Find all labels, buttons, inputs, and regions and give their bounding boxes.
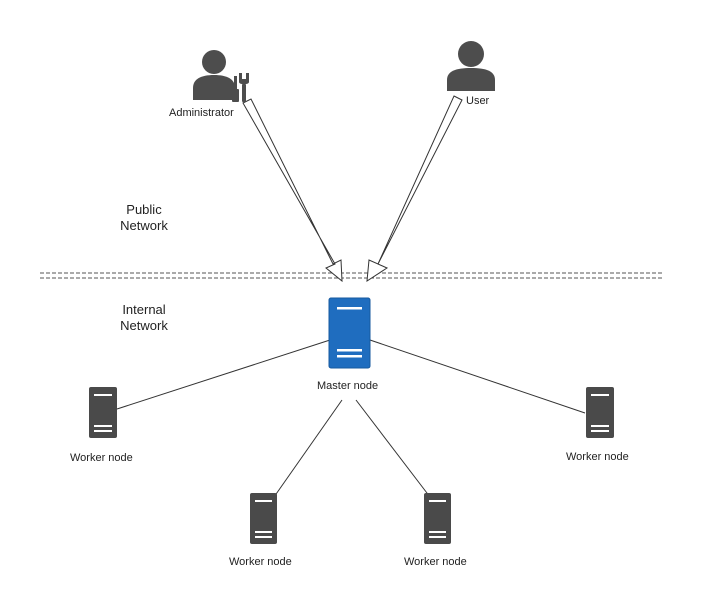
worker-server-icon-1 xyxy=(89,387,117,438)
internal-network-label-line1: Internal xyxy=(122,302,166,317)
arrow-user-to-master xyxy=(366,95,463,282)
worker-server-icon-2 xyxy=(586,387,614,438)
public-network-label-line1: Public xyxy=(126,202,162,217)
worker-node-label-2: Worker node xyxy=(566,451,629,463)
master-server-icon xyxy=(328,297,371,369)
internal-network-label: Internal Network xyxy=(94,302,194,334)
worker-node-label-3: Worker node xyxy=(229,556,292,568)
worker-server-icon-3 xyxy=(250,493,277,544)
worker-node-label-1: Worker node xyxy=(70,452,133,464)
worker-server-icon-4 xyxy=(424,493,451,544)
public-network-label: Public Network xyxy=(94,202,194,234)
internal-network-label-line2: Network xyxy=(120,318,168,333)
master-node-label: Master node xyxy=(317,380,379,392)
link-master-worker-4 xyxy=(355,399,431,498)
worker-node-label-4: Worker node xyxy=(404,556,467,568)
administrator-label: Administrator xyxy=(169,107,234,119)
arrow-administrator-to-master xyxy=(242,98,343,283)
link-master-worker-1 xyxy=(116,339,331,410)
user-label: User xyxy=(466,95,490,107)
network-boundary xyxy=(40,272,662,279)
public-network-label-line2: Network xyxy=(120,218,168,233)
user-icon xyxy=(447,41,495,91)
link-master-worker-3 xyxy=(273,399,343,498)
link-master-worker-2 xyxy=(369,339,586,414)
admin-user-wrench-icon xyxy=(193,50,249,102)
